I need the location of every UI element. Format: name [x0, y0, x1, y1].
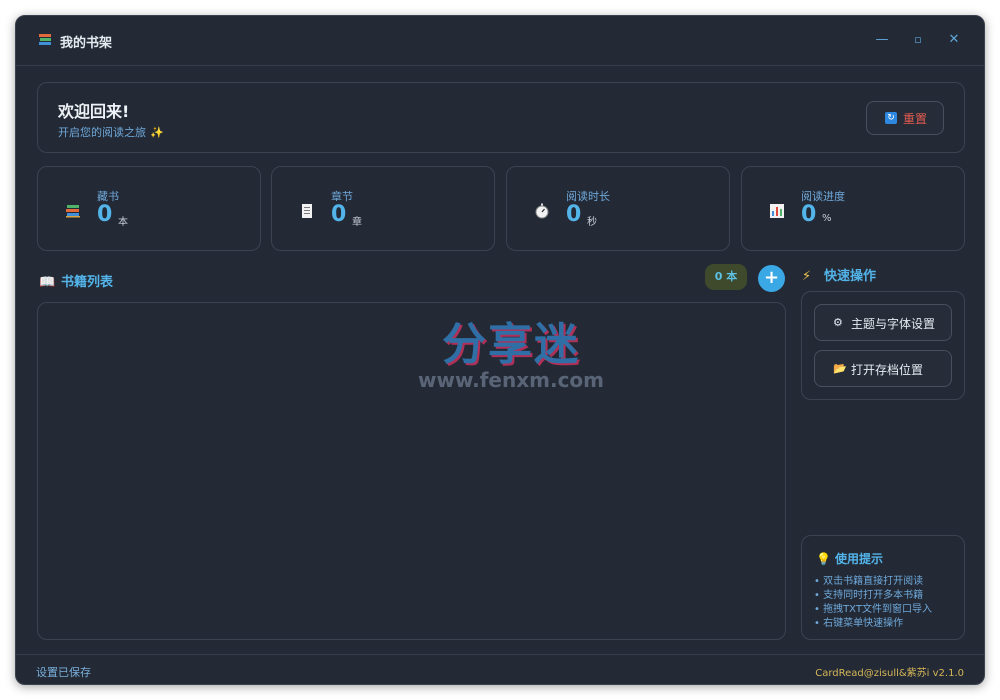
lightbulb-icon: 💡	[816, 552, 831, 566]
stat-unit: 秒	[587, 217, 597, 228]
stat-card-chapters: 章节 0 章	[271, 166, 495, 251]
tip-item: • 支持同时打开多本书籍	[814, 590, 924, 601]
folder-icon: 📂	[833, 362, 847, 375]
reset-button[interactable]: ↻ 重置	[866, 101, 944, 135]
stat-card-reading-time: 阅读时长 0 秒	[506, 166, 730, 251]
refresh-icon: ↻	[885, 112, 897, 124]
books-icon	[66, 205, 80, 218]
sparkles-icon: ✨	[150, 126, 164, 139]
stat-value: 0	[331, 202, 347, 227]
bar-chart-icon	[770, 204, 784, 218]
welcome-card: 欢迎回来! 开启您的阅读之旅 ✨ ↻ 重置	[37, 82, 965, 153]
maximize-button[interactable]: ▫	[914, 33, 922, 46]
stopwatch-icon	[535, 203, 549, 219]
minimize-button[interactable]: —	[875, 32, 889, 47]
book-list-title: 📖 书籍列表	[39, 271, 113, 290]
stat-label: 藏书	[97, 190, 119, 203]
stat-card-progress: 阅读进度 0 %	[741, 166, 965, 251]
stat-value: 0	[801, 202, 817, 227]
tip-item: • 拖拽TXT文件到窗口导入	[814, 604, 932, 615]
button-label: 打开存档位置	[851, 363, 924, 377]
book-list-title-text: 书籍列表	[61, 275, 114, 290]
quick-actions-title-text: 快速操作	[824, 269, 877, 284]
stat-unit: 本	[118, 217, 128, 228]
quick-actions-panel: ⚙ 主题与字体设置 📂 打开存档位置	[801, 291, 965, 400]
quick-actions-title: ⚡ 快速操作	[802, 265, 876, 284]
open-book-icon: 📖	[39, 275, 56, 290]
tips-title: 💡使用提示	[816, 550, 883, 567]
tips-title-text: 使用提示	[834, 552, 883, 566]
page-icon	[302, 204, 312, 218]
book-list-panel[interactable]	[37, 302, 786, 640]
tips-panel: 💡使用提示 • 双击书籍直接打开阅读 • 支持同时打开多本书籍 • 拖拽TXT文…	[801, 535, 965, 640]
stat-label: 章节	[331, 190, 353, 203]
stat-label: 阅读进度	[801, 190, 845, 203]
book-count-badge: 0 本	[705, 264, 747, 290]
close-button[interactable]: ✕	[948, 32, 960, 47]
stat-unit: 章	[352, 217, 362, 228]
status-bar: 设置已保存 CardRead@zisull&紫苏i v2.1.0	[16, 654, 984, 684]
stat-card-books: 藏书 0 本	[37, 166, 261, 251]
credits-text: CardRead@zisull&紫苏i v2.1.0	[815, 668, 964, 679]
add-book-button[interactable]: +	[758, 265, 785, 292]
books-icon	[39, 34, 51, 45]
app-window: 我的书架 — ▫ ✕ 欢迎回来! 开启您的阅读之旅 ✨ ↻ 重置 藏书 0 本	[15, 15, 985, 685]
lightning-icon: ⚡	[802, 269, 812, 284]
stat-value: 0	[566, 202, 582, 227]
stat-label: 阅读时长	[566, 190, 610, 203]
title-bar: 我的书架 — ▫ ✕	[16, 16, 984, 66]
button-label: 主题与字体设置	[851, 317, 936, 331]
welcome-subtitle-text: 开启您的阅读之旅	[58, 126, 146, 139]
stat-value: 0	[97, 202, 113, 227]
stat-unit: %	[822, 213, 832, 224]
tip-item: • 双击书籍直接打开阅读	[814, 576, 924, 587]
open-save-location-button[interactable]: 📂 打开存档位置	[814, 350, 952, 387]
welcome-subtitle: 开启您的阅读之旅 ✨	[58, 124, 164, 140]
theme-font-settings-button[interactable]: ⚙ 主题与字体设置	[814, 304, 952, 341]
reset-button-label: 重置	[903, 112, 928, 126]
tip-item: • 右键菜单快速操作	[814, 618, 904, 629]
welcome-title: 欢迎回来!	[58, 102, 130, 121]
status-text: 设置已保存	[36, 666, 91, 679]
window-title: 我的书架	[60, 36, 113, 51]
gear-icon: ⚙	[833, 316, 843, 329]
